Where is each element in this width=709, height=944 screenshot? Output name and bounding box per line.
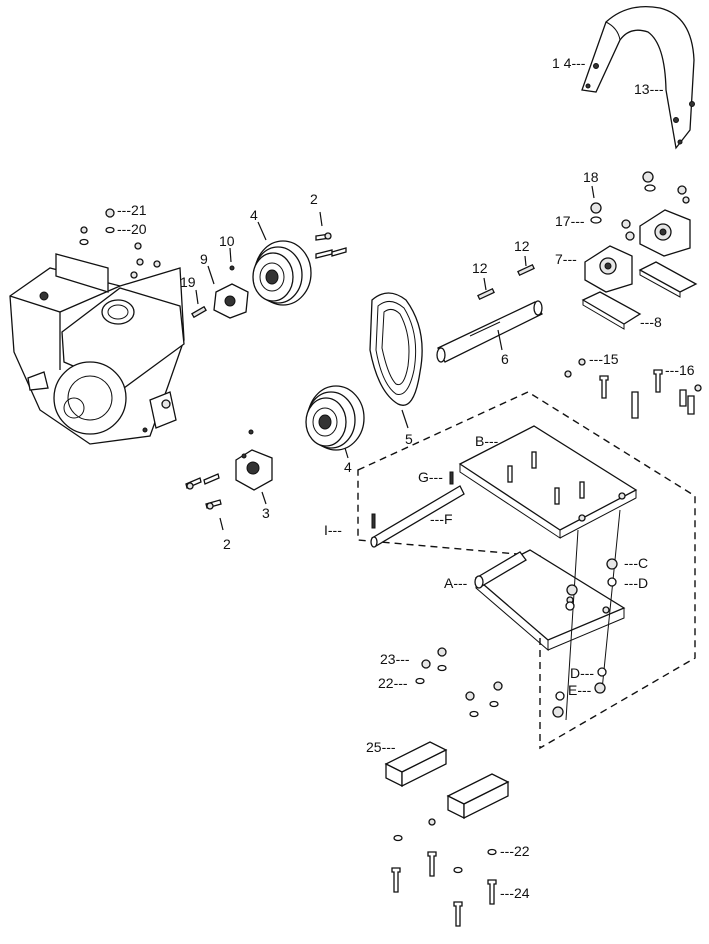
drive-shaft: [436, 300, 543, 363]
engine: [9, 253, 185, 445]
blocks-25: [384, 741, 510, 820]
callout-13: 13---: [634, 81, 664, 97]
plate-a: [474, 549, 626, 652]
callout-G: G---: [418, 469, 443, 485]
callout-14: 1 4---: [552, 55, 586, 71]
pulley-upper: [252, 240, 312, 306]
callout-19: 19: [180, 274, 196, 290]
pulley-lower: [305, 385, 365, 451]
subassembly-boundary: [357, 391, 696, 750]
callout-A: A---: [444, 575, 468, 591]
callout-12-left: 12: [472, 260, 488, 276]
callout-3: 3: [262, 505, 270, 521]
callout-16: ---16: [665, 362, 695, 378]
callout-17: 17---: [555, 213, 585, 229]
callout-23: 23---: [380, 651, 410, 667]
shaft-keys: [477, 263, 535, 301]
callout-B: B---: [475, 433, 499, 449]
belt-guard: [581, 5, 695, 150]
leader-lines: [195, 185, 595, 531]
callout-5: 5: [405, 431, 413, 447]
pillow-block-bearings: [584, 171, 691, 293]
callout-22-mid: 22---: [378, 675, 408, 691]
callout-2-upper: 2: [310, 191, 318, 207]
bolts-2-lower: [185, 473, 222, 510]
callout-8: ---8: [640, 314, 662, 330]
bearing-shims: [581, 261, 698, 330]
callout-12-right: 12: [514, 238, 530, 254]
bolts-15-16: [564, 358, 702, 419]
bushing-9: [213, 283, 249, 319]
callout-6: 6: [501, 351, 509, 367]
callout-10: 10: [219, 233, 235, 249]
bolt-19: [191, 305, 207, 319]
v-belt: [369, 292, 423, 406]
callout-D-upper: ---D: [624, 575, 648, 591]
callout-D-lower: D---: [570, 665, 594, 681]
callout-4-lower: 4: [344, 459, 352, 475]
callout-I: I---: [324, 522, 342, 538]
callout-F: ---F: [430, 511, 453, 527]
pin-g: [449, 471, 454, 485]
callout-4-upper: 4: [250, 207, 258, 223]
callout-labels: 1 4--- 13--- 18 17--- 7--- ---8 ---21 --…: [117, 55, 695, 901]
engine-mount-hardware: [79, 208, 161, 279]
callout-E: E---: [568, 682, 592, 698]
callout-15: ---15: [589, 351, 619, 367]
hardware-22-23: [415, 647, 503, 718]
studs-and-fasteners: [552, 509, 621, 721]
callout-7: 7---: [555, 251, 577, 267]
callout-2-lower: 2: [223, 536, 231, 552]
pin-i: [371, 513, 376, 529]
bolts-2-upper: [315, 232, 347, 259]
hardware-22-24: [391, 818, 497, 927]
callout-20: ---20: [117, 221, 147, 237]
callout-18: 18: [583, 169, 599, 185]
rod-f: [370, 485, 465, 548]
callout-9: 9: [200, 251, 208, 267]
callout-25: 25---: [366, 739, 396, 755]
callout-C: ---C: [624, 555, 648, 571]
hub-3: [235, 429, 273, 491]
plate-b: [458, 425, 638, 539]
callout-21: ---21: [117, 202, 147, 218]
callout-22-bottom: ---22: [500, 843, 530, 859]
setscrew-10: [229, 265, 235, 271]
callout-24: ---24: [500, 885, 530, 901]
